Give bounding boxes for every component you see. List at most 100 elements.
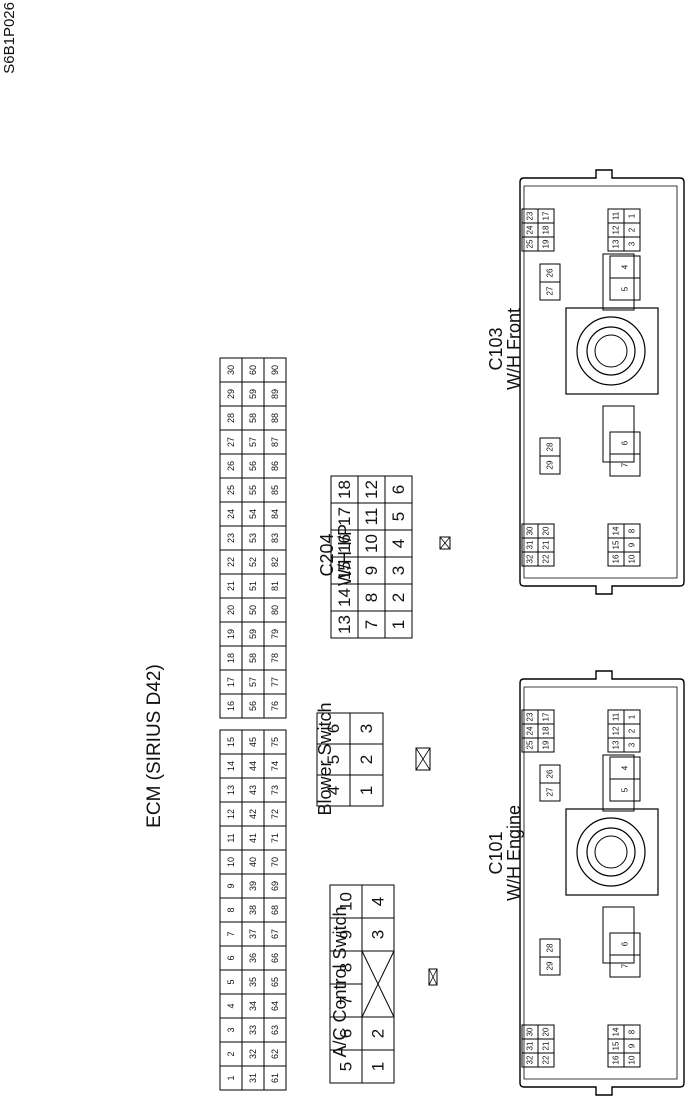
ecm-left-r2-pin-number: 41 bbox=[248, 833, 258, 843]
c101-name: W/H Engine bbox=[504, 805, 524, 901]
ecm-right-r2-pin-number: 50 bbox=[248, 605, 258, 615]
ecm-left-r1-pin-number: 70 bbox=[270, 857, 280, 867]
ecm-right-r3-pin-number: 26 bbox=[226, 461, 236, 471]
ecm-right-r2-pin-number: 53 bbox=[248, 533, 258, 543]
blower-switch-pin-r1-pin-number: 3 bbox=[357, 724, 376, 733]
c103-pair-right-cell bbox=[609, 255, 641, 279]
ecm-left-r1-pin-number: 65 bbox=[270, 977, 280, 987]
ac-switch-pin-r2-pin-number: 5 bbox=[337, 1062, 356, 1071]
ecm-right-r2-pin-number: 57 bbox=[248, 677, 258, 687]
ecm-left-r3-pin-number: 14 bbox=[226, 761, 236, 771]
c101-small-left-pin-number: 28 bbox=[546, 943, 555, 952]
c103-top-right-pin-number: 12 bbox=[612, 225, 621, 234]
ecm-left-r2-pin-number: 42 bbox=[248, 809, 258, 819]
ecm-left-r1-pin-number: 68 bbox=[270, 905, 280, 915]
c101-pair-left-pin-number: 7 bbox=[621, 963, 630, 968]
ecm-left-r3-pin-number: 3 bbox=[226, 1027, 236, 1032]
c101-bottom-left-pin-number: 22 bbox=[542, 1055, 551, 1064]
c204-lock-x2 bbox=[439, 536, 451, 550]
c101-top-left-pin-number: 9 bbox=[628, 1043, 637, 1048]
ecm-right-r1-pin-number: 87 bbox=[270, 437, 280, 447]
blower-switch-label: Blower Switch bbox=[315, 702, 335, 815]
c204-pin-r1-pin-number: 5 bbox=[389, 512, 408, 521]
c101-top-left-pin-number: 16 bbox=[612, 1055, 621, 1064]
c101-top-right-pin-number: 1 bbox=[628, 714, 637, 719]
ecm-left-r1-pin-number: 73 bbox=[270, 785, 280, 795]
c101-center-ring-inner bbox=[594, 835, 628, 869]
c204-pin-r1-pin-number: 2 bbox=[389, 593, 408, 602]
c103-top-left-pin-number: 14 bbox=[612, 526, 621, 535]
ecm-right-r3-cell bbox=[219, 357, 243, 383]
ecm-left-r1-pin-number: 63 bbox=[270, 1025, 280, 1035]
c204-pin-r3-cell bbox=[330, 475, 359, 504]
ecm-left-r3-pin-number: 7 bbox=[226, 931, 236, 936]
c204-lock-tab bbox=[439, 536, 451, 550]
ecm-right-r3-pin-number: 22 bbox=[226, 557, 236, 567]
c103-bottom-left-pin-number: 32 bbox=[526, 554, 535, 563]
c101-bottom-right-pin-number: 17 bbox=[542, 712, 551, 721]
ecm-left-r1-pin-number: 61 bbox=[270, 1073, 280, 1083]
c103-top-left-cell bbox=[607, 523, 625, 539]
c204-pin-r1-pin-number: 1 bbox=[389, 620, 408, 629]
ecm-right-r2-pin-number: 59 bbox=[248, 629, 258, 639]
c101-top-left-pin-number: 8 bbox=[628, 1029, 637, 1034]
c204-pin-r3-pin-number: 18 bbox=[335, 480, 354, 499]
c101-bottom-right-pin-number: 24 bbox=[526, 726, 535, 735]
c103-bottom-left-pin-number: 20 bbox=[542, 526, 551, 535]
c103-bottom-left-pin-number: 22 bbox=[542, 554, 551, 563]
ecm-right-r3-pin-number: 29 bbox=[226, 389, 236, 399]
c103-relay-slot-right bbox=[602, 253, 635, 311]
c204-code: C204 bbox=[317, 533, 337, 576]
c101-top-left-pin-number: 15 bbox=[612, 1041, 621, 1050]
blower-switch-pin-r2-pin-number: 4 bbox=[324, 786, 343, 795]
c101-top-left-pin-number: 10 bbox=[628, 1055, 637, 1064]
c101-inner-outline bbox=[523, 686, 678, 1080]
ecm-left-r1-pin-number: 71 bbox=[270, 833, 280, 843]
c101-bottom-left-pin-number: 20 bbox=[542, 1027, 551, 1036]
c101-bottom-right-pin-number: 18 bbox=[542, 726, 551, 735]
blower-switch-lock-x2 bbox=[415, 747, 431, 771]
c103-small-right-cell bbox=[539, 263, 561, 283]
c204-pin-r2-pin-number: 12 bbox=[362, 480, 381, 499]
ecm-left-r1-pin-number: 74 bbox=[270, 761, 280, 771]
c103-bottom-right-pin-number: 18 bbox=[542, 225, 551, 234]
ecm-right-r2-pin-number: 58 bbox=[248, 653, 258, 663]
c103-pair-left-pin-number: 7 bbox=[621, 462, 630, 467]
ecm-left-r3-pin-number: 10 bbox=[226, 857, 236, 867]
c204-pin-r1-pin-number: 3 bbox=[389, 566, 408, 575]
c101-bottom-right-pin-number: 25 bbox=[526, 740, 535, 749]
c101-top-left-pin-number: 14 bbox=[612, 1027, 621, 1036]
ac-switch-pin-r1-pin-number: 1 bbox=[369, 1062, 388, 1071]
c103-bottom-right-pin-number: 25 bbox=[526, 239, 535, 248]
ecm-left-r2-pin-number: 45 bbox=[248, 737, 258, 747]
ecm-left-r3-pin-number: 6 bbox=[226, 955, 236, 960]
ecm-right-r3-pin-number: 24 bbox=[226, 509, 236, 519]
ac-switch-pin-r2-pin-number: 7 bbox=[337, 996, 356, 1005]
ecm-right-r2-pin-number: 58 bbox=[248, 413, 258, 423]
ac-switch-label: A/C Control Switch bbox=[330, 906, 350, 1057]
c204-pin-r3-pin-number: 14 bbox=[335, 588, 354, 607]
ecm-right-r3-pin-number: 17 bbox=[226, 677, 236, 687]
ecm-right-r3-pin-number: 30 bbox=[226, 365, 236, 375]
ac-switch-lock-x2 bbox=[428, 968, 438, 986]
ecm-right-r2-pin-number: 51 bbox=[248, 581, 258, 591]
ecm-left-r1-pin-number: 69 bbox=[270, 881, 280, 891]
ecm-right-r1-pin-number: 85 bbox=[270, 485, 280, 495]
ecm-left-r2-pin-number: 33 bbox=[248, 1025, 258, 1035]
c204-pin-r3-pin-number: 16 bbox=[335, 534, 354, 553]
c103-top-left-pin-number: 16 bbox=[612, 554, 621, 563]
c103-small-right-pin-number: 26 bbox=[546, 268, 555, 277]
ecm-right-r1-pin-number: 80 bbox=[270, 605, 280, 615]
ac-switch-lock-tab bbox=[428, 968, 438, 986]
c101-top-right-pin-number: 2 bbox=[628, 728, 637, 733]
ecm-left-r3-pin-number: 1 bbox=[226, 1075, 236, 1080]
ac-switch-pin-r1-pin-number: 3 bbox=[369, 930, 388, 939]
c204-name: W/H I/P bbox=[335, 524, 355, 586]
ecm-right-r3-pin-number: 18 bbox=[226, 653, 236, 663]
c101-top-right-cell bbox=[607, 709, 625, 725]
c103-top-right-cell bbox=[607, 208, 625, 224]
c204-pin-r3-pin-number: 17 bbox=[335, 507, 354, 526]
c103-top-right-pin-number: 2 bbox=[628, 227, 637, 232]
